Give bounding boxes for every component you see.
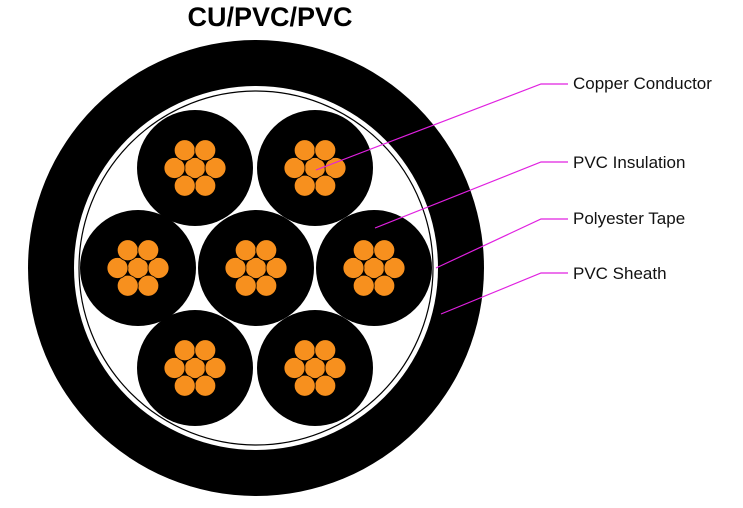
copper-wire [324, 157, 347, 179]
leader-pvc-sheath [440, 272, 568, 315]
insulated-core [137, 310, 253, 426]
copper-wire [173, 139, 196, 162]
copper-wire [173, 174, 196, 197]
copper-wire [106, 257, 129, 279]
leader-copper-conductor [315, 83, 568, 171]
insulated-core [257, 110, 373, 226]
copper-wire [224, 257, 247, 279]
copper-wire [293, 374, 316, 397]
copper-wire [293, 139, 316, 162]
copper-wire [293, 339, 316, 362]
copper-wire [163, 157, 186, 179]
copper-wire [234, 239, 257, 262]
polyester-tape-line [78, 90, 434, 446]
copper-wire [163, 357, 186, 379]
copper-wire [314, 339, 337, 362]
copper-wire [383, 257, 406, 279]
insulated-core [137, 110, 253, 226]
copper-wire [314, 174, 337, 197]
copper-wire [283, 157, 306, 179]
copper-wire [194, 139, 217, 162]
label-polyester-tape: Polyester Tape [573, 209, 686, 228]
copper-wire [314, 139, 337, 162]
copper-wire [173, 339, 196, 362]
copper-wire [283, 357, 306, 379]
copper-wire [173, 374, 196, 397]
insulated-core [316, 210, 432, 326]
copper-wire [255, 239, 278, 262]
copper-wire [204, 157, 227, 179]
insulated-core [198, 210, 314, 326]
copper-wire [265, 257, 288, 279]
label-pvc-sheath: PVC Sheath [573, 264, 667, 283]
copper-wire [342, 257, 365, 279]
copper-wire [373, 274, 396, 297]
copper-wire [194, 374, 217, 397]
diagram-title: CU/PVC/PVC [187, 2, 353, 32]
leader-pvc-insulation [374, 161, 568, 229]
leader-lines [315, 83, 568, 315]
copper-wire [194, 339, 217, 362]
copper-wire [352, 239, 375, 262]
cores-group [80, 110, 432, 426]
copper-wire [293, 174, 316, 197]
copper-wire [116, 274, 139, 297]
copper-wire [204, 357, 227, 379]
copper-wire [373, 239, 396, 262]
leader-polyester-tape [435, 218, 568, 269]
copper-wire [194, 174, 217, 197]
copper-wire [147, 257, 170, 279]
label-pvc-insulation: PVC Insulation [573, 153, 686, 172]
insulated-core [80, 210, 196, 326]
copper-wire [137, 239, 160, 262]
copper-wire [352, 274, 375, 297]
insulated-core [257, 310, 373, 426]
copper-wire [234, 274, 257, 297]
copper-wire [324, 357, 347, 379]
label-copper-conductor: Copper Conductor [573, 74, 712, 93]
copper-wire [255, 274, 278, 297]
copper-wire [137, 274, 160, 297]
copper-wire [314, 374, 337, 397]
copper-wire [116, 239, 139, 262]
